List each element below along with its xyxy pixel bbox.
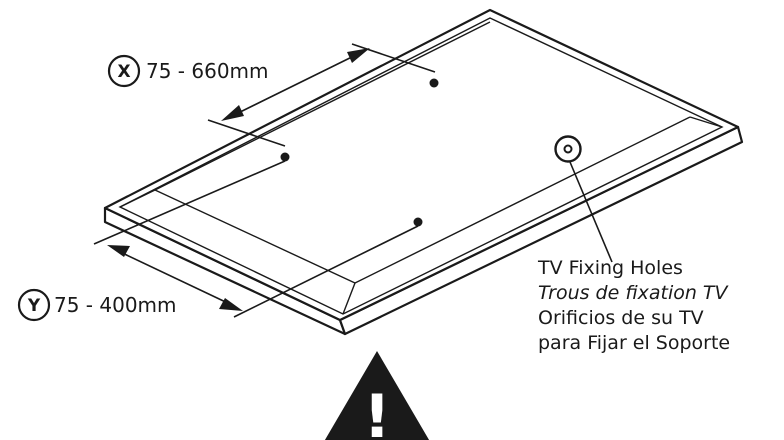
y-dimension-label: Y 75 - 400mm [17, 288, 177, 322]
y-arrow-head-top [107, 245, 130, 257]
x-badge-letter: X [117, 62, 130, 82]
y-arrow-head-bottom [219, 298, 243, 311]
warning-glyph: ! [363, 382, 390, 440]
vesa-holes [280, 78, 439, 227]
y-badge [17, 288, 51, 322]
callout-line-en: TV Fixing Holes [538, 257, 683, 279]
fixing-holes-callout: TV Fixing Holes Trous de fixation TV Ori… [538, 256, 784, 356]
x-dimension-line [229, 51, 363, 118]
warning-triangle: ! [324, 351, 430, 440]
tv-back-panel [103, 8, 744, 336]
x-extension-line-1 [351, 43, 436, 73]
warning-icon [324, 351, 430, 440]
callout-line-es-2: para Fijar el Soporte [538, 332, 731, 354]
y-badge-letter: Y [27, 296, 41, 316]
x-dimension [207, 43, 436, 147]
fixing-hole-highlight [554, 135, 582, 163]
y-range-text: 75 - 400mm [54, 293, 177, 317]
x-extension-line-2 [207, 119, 286, 147]
vesa-hole-bottom [413, 217, 423, 227]
y-dimension [93, 160, 419, 318]
callout-line-es-1: Orificios de su TV [538, 307, 704, 329]
callout-leader-line [569, 161, 613, 263]
y-extension-line-1 [93, 160, 286, 245]
callout-line-fr: Trous de fixation TV [538, 282, 728, 304]
x-range-text: 75 - 660mm [146, 59, 269, 83]
x-arrow-head-left [221, 105, 244, 121]
y-extension-line-2 [233, 225, 419, 318]
vesa-hole-left [280, 152, 290, 162]
tv-inner-frame [118, 17, 724, 315]
x-dimension-label: X 75 - 660mm [107, 54, 269, 88]
y-dimension-line [115, 249, 235, 307]
x-badge [107, 54, 141, 88]
x-arrow-head-right [347, 48, 370, 63]
vesa-hole-top [429, 78, 439, 88]
